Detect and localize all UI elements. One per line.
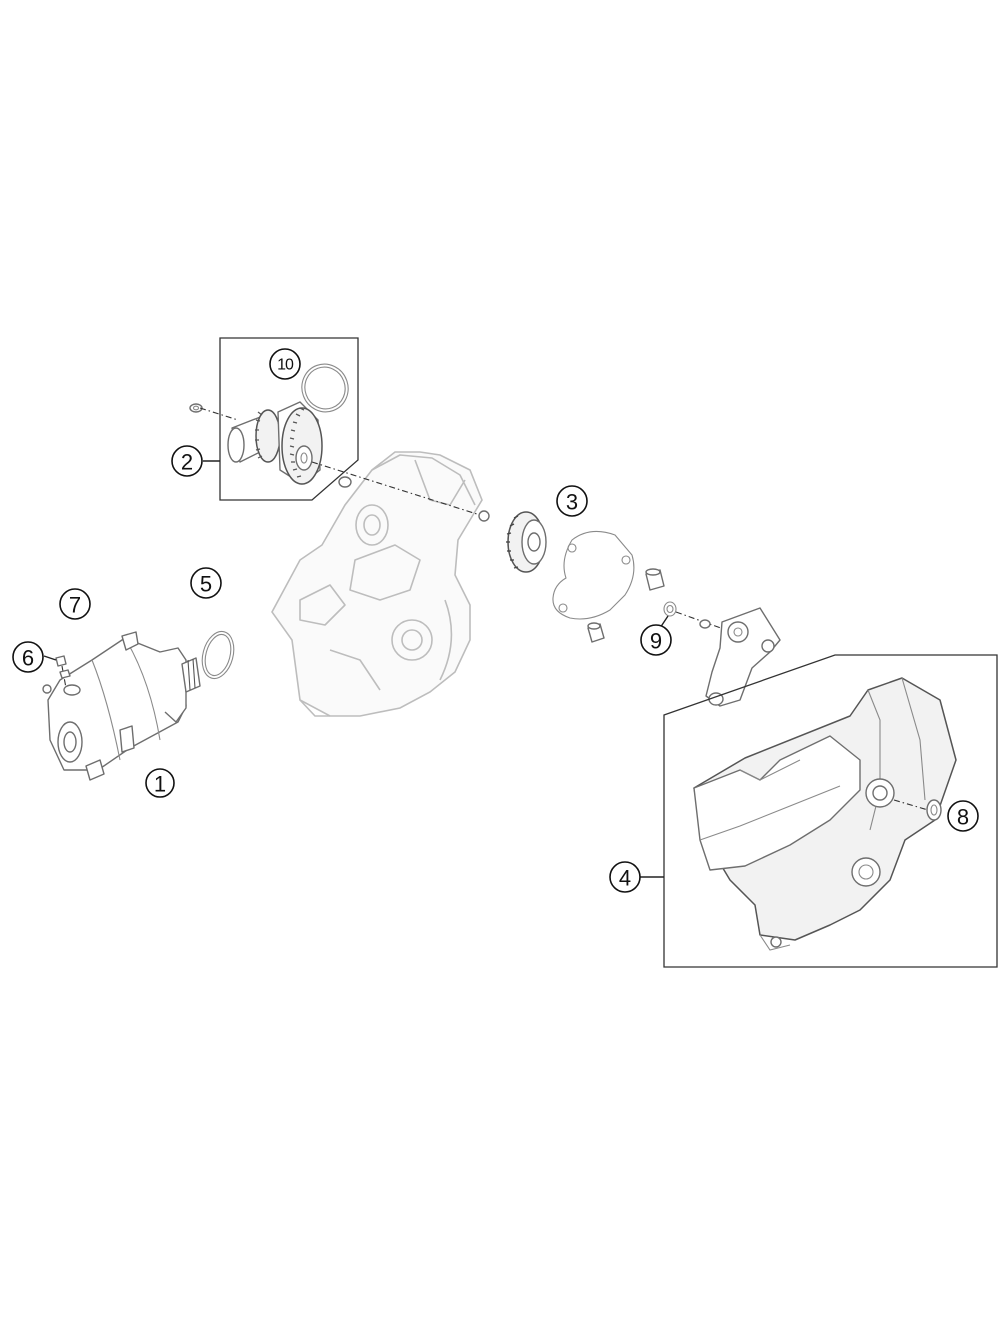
- svg-text:5: 5: [200, 572, 212, 597]
- o-ring-10: [301, 363, 349, 413]
- terminal-washer-6: [59, 669, 71, 679]
- dowel-pin-lower: [587, 622, 605, 643]
- callout-1: 1: [145, 768, 175, 798]
- svg-text:9: 9: [650, 629, 662, 654]
- callout-4: 4: [609, 861, 641, 893]
- svg-text:1: 1: [154, 772, 166, 797]
- intermediate-gear: [506, 511, 547, 573]
- svg-text:4: 4: [619, 866, 631, 891]
- starter-drive-gear: [227, 401, 323, 485]
- starter-motor: [42, 631, 201, 781]
- callout-6: 6: [12, 641, 44, 673]
- cover-gasket: [552, 530, 635, 620]
- svg-text:10: 10: [277, 357, 294, 374]
- callout-9: 9: [640, 624, 672, 656]
- callout-8: 8: [947, 800, 979, 832]
- terminal-nut-7: [55, 655, 67, 667]
- bearing-bracket: [705, 607, 781, 707]
- svg-text:3: 3: [566, 490, 578, 515]
- ignition-cover-group-box: [663, 654, 998, 968]
- ignition-cover: [693, 677, 957, 951]
- washer-left: [189, 403, 203, 413]
- drive-axis-line: [199, 407, 239, 421]
- bolt-washer: [699, 619, 711, 629]
- svg-text:7: 7: [69, 593, 81, 618]
- svg-text:2: 2: [181, 450, 193, 475]
- cover-plug-8: [926, 799, 942, 821]
- leader-6: [43, 655, 57, 661]
- callout-3: 3: [556, 485, 588, 517]
- callout-5: 5: [190, 567, 222, 599]
- svg-text:8: 8: [957, 805, 969, 830]
- o-ring-5: [201, 630, 235, 680]
- callout-7: 7: [59, 588, 91, 620]
- starter-drive-group-box: [219, 337, 359, 501]
- callout-10: 10: [269, 348, 301, 380]
- drive-washer-right: [478, 510, 490, 522]
- engine-case-outline: [271, 451, 483, 717]
- callout-2: 2: [171, 445, 203, 477]
- drive-bushing: [338, 476, 352, 488]
- svg-text:6: 6: [22, 646, 34, 671]
- dowel-pin-upper: [645, 568, 665, 591]
- washer-9: [663, 601, 677, 617]
